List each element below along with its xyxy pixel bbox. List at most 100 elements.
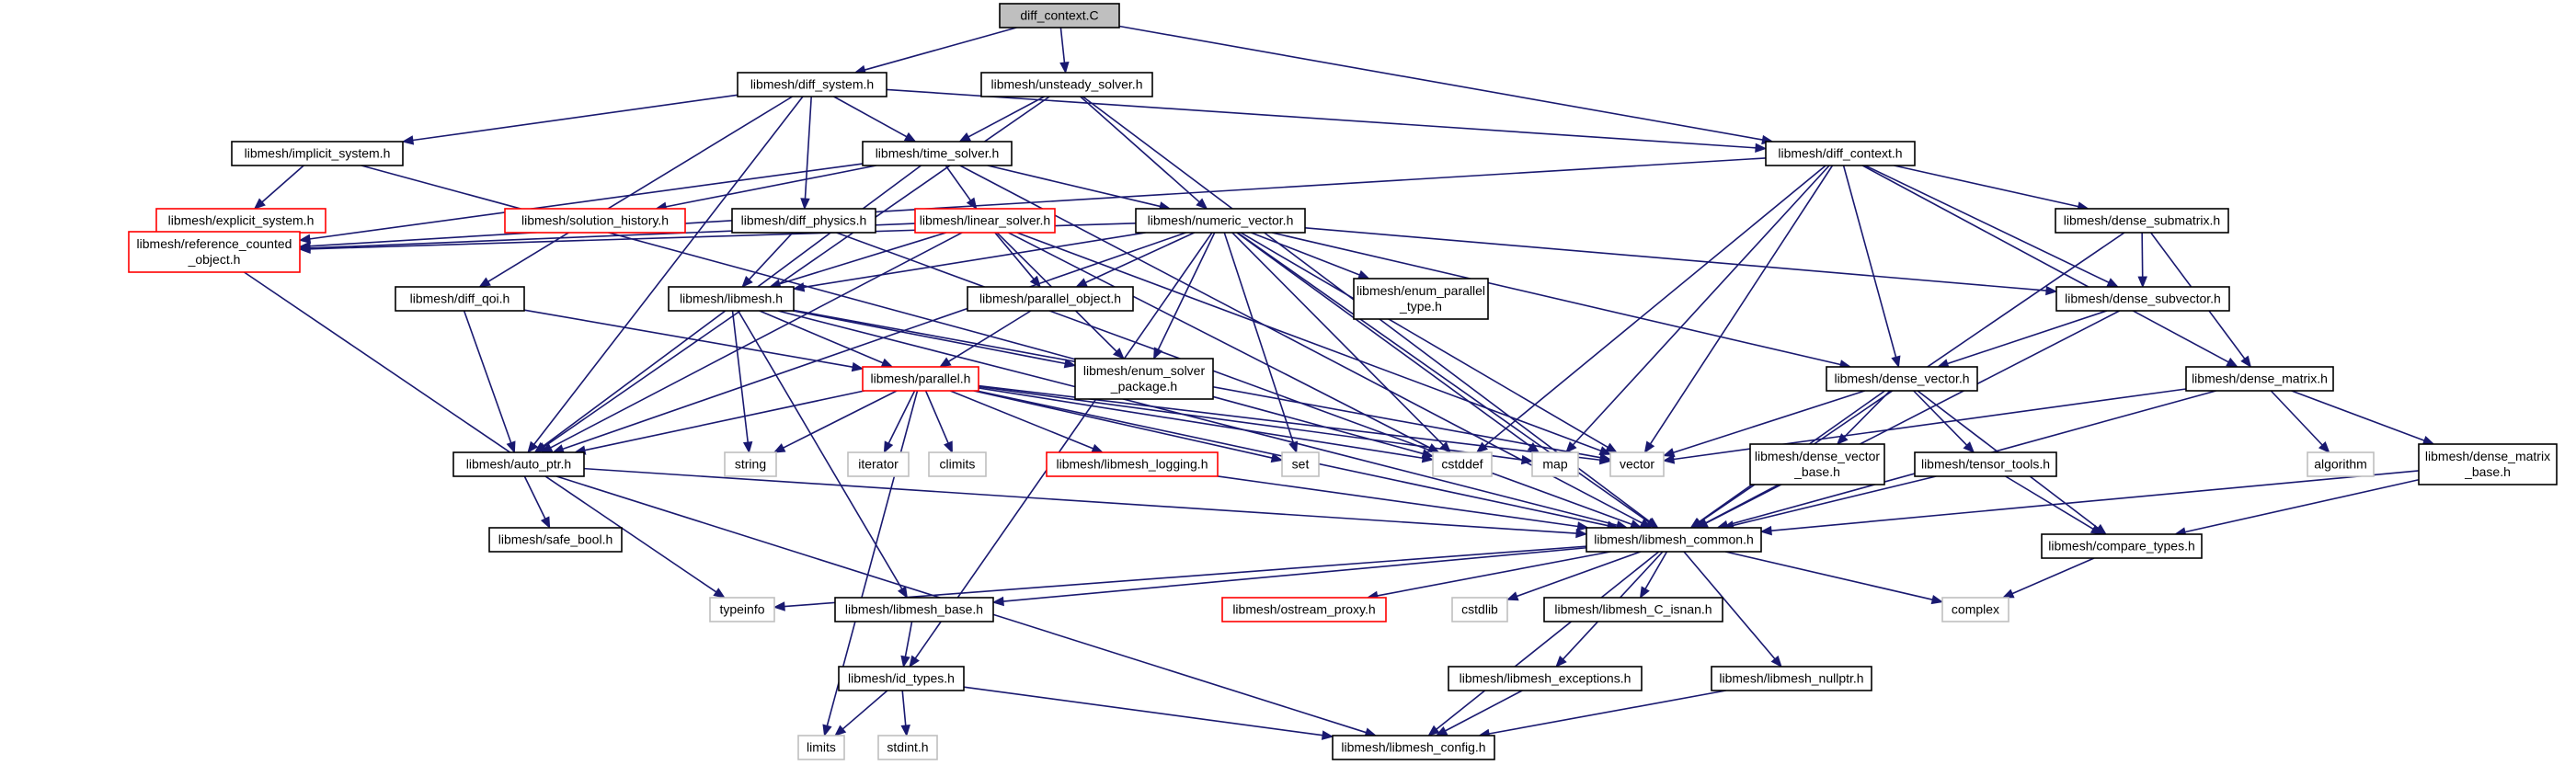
node-box-libmesh_config	[1332, 735, 1495, 760]
node-label-libmesh_C_isnan: libmesh/libmesh_C_isnan.h	[1554, 602, 1712, 617]
node-libmesh_exceptions[interactable]: libmesh/libmesh_exceptions.h	[1448, 666, 1643, 691]
edge-arrowhead-limits	[834, 725, 847, 736]
node-dense_matrix[interactable]: libmesh/dense_matrix.h	[2185, 366, 2334, 392]
node-box-time_solver	[862, 141, 1013, 166]
node-box-libmesh_common	[1586, 527, 1762, 553]
edge-id_types-to-limits	[841, 690, 888, 730]
node-libmesh_common[interactable]: libmesh/libmesh_common.h	[1586, 527, 1762, 553]
edge-arrowhead-reference_counted	[298, 244, 311, 254]
edge-arrowhead-auto_ptr	[506, 440, 516, 454]
edge-arrowhead-dense_vector_base	[1836, 433, 1849, 445]
node-label-climits: climits	[940, 457, 976, 472]
node-time_solver[interactable]: libmesh/time_solver.h	[862, 141, 1013, 166]
node-ostream_proxy[interactable]: libmesh/ostream_proxy.h	[1221, 597, 1387, 622]
edge-arrowhead-parallel	[851, 361, 864, 372]
node-reference_counted[interactable]: libmesh/reference_counted_object.h	[128, 231, 301, 273]
edge-arrowhead-tensor_tools	[1963, 441, 1975, 453]
edge-parallel-to-string	[783, 390, 898, 449]
node-label-root: diff_context.C	[1020, 8, 1098, 23]
node-dense_vector[interactable]: libmesh/dense_vector.h	[1826, 366, 1978, 392]
edge-diff_context-to-dense_vector	[1842, 165, 1897, 358]
node-libmesh_logging[interactable]: libmesh/libmesh_logging.h	[1046, 451, 1219, 477]
node-climits: climits	[928, 451, 987, 477]
node-dense_subvector[interactable]: libmesh/dense_subvector.h	[2055, 286, 2230, 312]
edge-numeric_vector-to-auto_ptr	[562, 232, 1186, 451]
node-box-dense_subvector	[2055, 286, 2230, 312]
node-libmesh_config[interactable]: libmesh/libmesh_config.h	[1332, 735, 1495, 760]
edge-arrowhead-libmesh_common	[1576, 521, 1589, 531]
edge-arrowhead-complex	[1930, 594, 1944, 605]
node-tensor_tools[interactable]: libmesh/tensor_tools.h	[1914, 451, 2057, 477]
node-complex: complex	[1941, 597, 2009, 622]
node-libmesh[interactable]: libmesh/libmesh.h	[668, 286, 795, 312]
edge-diff_context-to-dense_subvector	[1864, 165, 2110, 283]
node-label-dense_matrix_base: _base.h	[2464, 464, 2511, 479]
edge-dense_vector-to-vector	[1673, 390, 1865, 454]
edge-arrowhead-libmesh_base	[897, 586, 909, 599]
node-algorithm: algorithm	[2307, 451, 2375, 477]
node-libmesh_base[interactable]: libmesh/libmesh_base.h	[834, 597, 994, 622]
node-unsteady_solver[interactable]: libmesh/unsteady_solver.h	[980, 72, 1153, 97]
edge-time_solver-to-reference_counted	[309, 163, 864, 240]
node-parallel_object[interactable]: libmesh/parallel_object.h	[967, 286, 1134, 312]
edge-numeric_vector-to-vector	[1240, 232, 1609, 449]
edge-diff_system-to-implicit_system	[412, 94, 738, 142]
edge-arrowhead-map	[1520, 454, 1534, 465]
node-libmesh_nullptr[interactable]: libmesh/libmesh_nullptr.h	[1711, 666, 1872, 691]
node-auto_ptr[interactable]: libmesh/auto_ptr.h	[452, 451, 585, 477]
node-compare_types[interactable]: libmesh/compare_types.h	[2041, 533, 2203, 559]
node-label-parallel: libmesh/parallel.h	[871, 371, 971, 386]
node-safe_bool[interactable]: libmesh/safe_bool.h	[488, 527, 623, 553]
node-box-complex	[1941, 597, 2009, 622]
edge-diff_system-to-diff_context	[886, 88, 1757, 149]
node-numeric_vector[interactable]: libmesh/numeric_vector.h	[1135, 208, 1306, 234]
edge-arrowhead-enum_solver_package	[1113, 348, 1125, 360]
edge-arrowhead-dense_matrix	[2226, 357, 2238, 368]
edge-arrowhead-parallel	[938, 357, 952, 368]
node-label-reference_counted: libmesh/reference_counted	[137, 236, 292, 251]
node-label-vector: vector	[1620, 457, 1654, 472]
node-box-map	[1531, 451, 1579, 477]
edge-arrowhead-diff_context	[1755, 143, 1768, 154]
node-libmesh_C_isnan[interactable]: libmesh/libmesh_C_isnan.h	[1543, 597, 1723, 622]
edge-arrowhead-algorithm	[2318, 441, 2330, 453]
node-stdint: stdint.h	[877, 735, 938, 760]
edge-arrowhead-enum_solver_package	[1063, 359, 1077, 369]
node-implicit_system[interactable]: libmesh/implicit_system.h	[231, 141, 404, 166]
node-dense_vector_base[interactable]: libmesh/dense_vector_base.h	[1749, 443, 1885, 485]
edge-dense_vector-to-dense_vector_base	[1843, 390, 1891, 438]
edge-numeric_vector-to-id_types	[914, 232, 1213, 659]
node-enum_solver_package[interactable]: libmesh/enum_solver_package.h	[1074, 358, 1214, 400]
node-dense_matrix_base[interactable]: libmesh/dense_matrix_base.h	[2418, 443, 2558, 485]
node-enum_parallel_type[interactable]: libmesh/enum_parallel_type.h	[1353, 278, 1489, 320]
node-diff_qoi[interactable]: libmesh/diff_qoi.h	[395, 286, 525, 312]
edge-arrowhead-libmesh_base	[991, 596, 1004, 607]
node-explicit_system[interactable]: libmesh/explicit_system.h	[155, 208, 326, 234]
node-label-dense_submatrix: libmesh/dense_submatrix.h	[2064, 213, 2220, 228]
edge-time_solver-to-linear_solver	[945, 165, 972, 201]
node-diff_context[interactable]: libmesh/diff_context.h	[1765, 141, 1916, 166]
node-diff_system[interactable]: libmesh/diff_system.h	[737, 72, 887, 97]
edge-arrowhead-typeinfo	[773, 601, 785, 611]
edge-numeric_vector-to-libmesh_common	[1237, 232, 1649, 523]
node-box-unsteady_solver	[980, 72, 1153, 97]
edge-arrowhead-dense_vector	[1891, 355, 1901, 369]
edge-libmesh_common-to-libmesh_nullptr	[1683, 551, 1776, 660]
node-box-parallel	[862, 366, 979, 392]
node-dense_submatrix[interactable]: libmesh/dense_submatrix.h	[2055, 208, 2229, 234]
node-solution_history[interactable]: libmesh/solution_history.h	[504, 208, 686, 234]
node-label-dense_matrix_base: libmesh/dense_matrix	[2425, 449, 2550, 463]
edge-arrowhead-enum_solver_package	[1153, 347, 1163, 360]
node-diff_physics[interactable]: libmesh/diff_physics.h	[731, 208, 876, 234]
edge-arrowhead-map	[1565, 440, 1577, 453]
node-label-stdint: stdint.h	[887, 740, 928, 755]
edge-libmesh_nullptr-to-libmesh_config	[1488, 690, 1726, 735]
node-box-algorithm	[2307, 451, 2375, 477]
node-parallel[interactable]: libmesh/parallel.h	[862, 366, 979, 392]
node-linear_solver[interactable]: libmesh/linear_solver.h	[914, 208, 1056, 234]
node-id_types[interactable]: libmesh/id_types.h	[838, 666, 965, 691]
edge-arrowhead-id_types	[900, 655, 910, 668]
node-root[interactable]: diff_context.C	[999, 3, 1120, 29]
node-box-parallel_object	[967, 286, 1134, 312]
node-box-iterator	[847, 451, 910, 477]
